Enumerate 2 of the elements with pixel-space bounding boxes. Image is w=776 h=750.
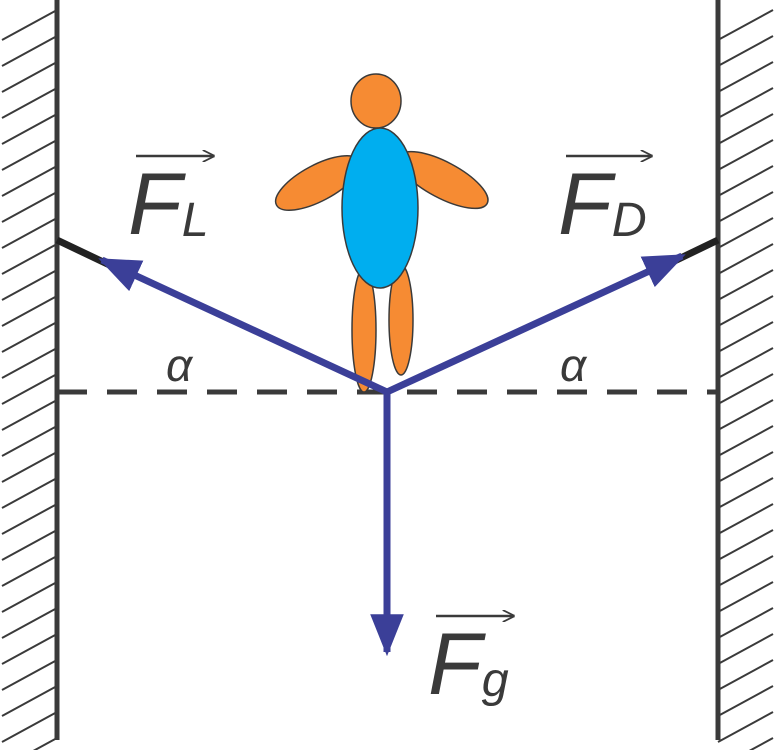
angle-label: α	[166, 342, 192, 388]
angle-label: α	[560, 342, 586, 388]
